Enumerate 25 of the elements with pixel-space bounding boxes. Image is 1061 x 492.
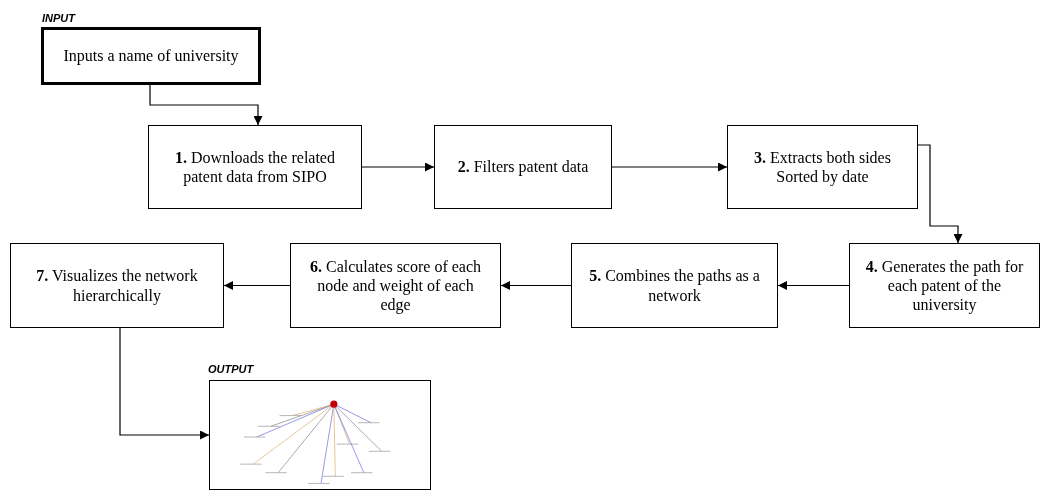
process-box bbox=[434, 125, 612, 209]
arrow bbox=[119, 327, 210, 440]
step-text: 2. Filters patent data bbox=[457, 157, 589, 177]
step-text: Inputs a name of university bbox=[63, 46, 239, 66]
process-box bbox=[290, 243, 501, 328]
step-text: 3. Extracts both sides Sorted by date bbox=[753, 147, 892, 187]
arrow bbox=[361, 162, 435, 172]
process-box bbox=[849, 243, 1040, 328]
arrow bbox=[611, 162, 728, 172]
step-text: 1. Downloads the related patent data from SIPO bbox=[174, 147, 336, 187]
arrow bbox=[917, 144, 963, 244]
process-box bbox=[571, 243, 778, 328]
arrow bbox=[223, 281, 291, 290]
step-text: 7. Visualizes the network hierarchically bbox=[35, 266, 199, 305]
arrow bbox=[500, 281, 572, 290]
box-heading: INPUT bbox=[42, 12, 75, 24]
step-text: 5. Combines the paths as a network bbox=[588, 266, 761, 305]
step-text: 6. Calculates score of each node and weight of each edge bbox=[309, 256, 482, 315]
arrow bbox=[777, 281, 850, 290]
step-text: 4. Generates the path for each patent of the university bbox=[864, 256, 1025, 315]
process-box bbox=[148, 125, 362, 209]
arrow bbox=[149, 84, 263, 126]
box-heading: OUTPUT bbox=[208, 363, 254, 375]
process-box bbox=[10, 243, 224, 328]
process-box bbox=[727, 125, 918, 209]
